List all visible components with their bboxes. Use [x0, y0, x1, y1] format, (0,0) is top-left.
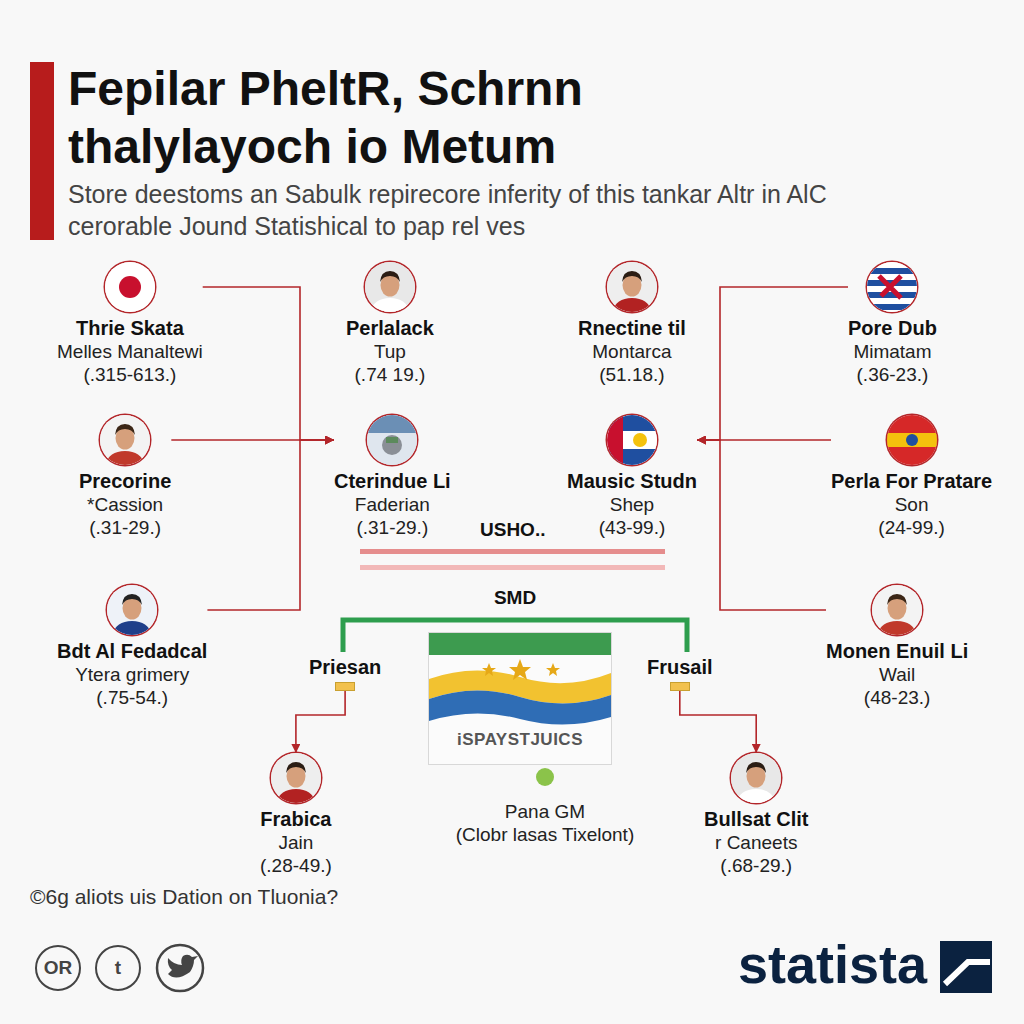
- marker-tab: [670, 682, 690, 691]
- bracket-label: SMD: [440, 586, 590, 610]
- tag-label: Frusail: [645, 655, 715, 679]
- dot-symbol: [536, 768, 554, 786]
- player-node: Pore DubMimatam(.36-23.): [848, 262, 937, 386]
- avatar-circle: [607, 262, 657, 312]
- player-team: Wail: [826, 663, 968, 686]
- player-team: r Caneets: [704, 831, 808, 854]
- player-name: Pore Dub: [848, 316, 937, 340]
- brand-logo: statista: [738, 936, 927, 992]
- player-score: (.74 19.): [346, 363, 434, 386]
- avatar-circle: [607, 415, 657, 465]
- logo-mark: [940, 941, 992, 993]
- player-node: Perla For PratareSon(24-99.): [831, 415, 992, 539]
- avatar-circle: [872, 585, 922, 635]
- bar-label: USHO..: [480, 518, 545, 542]
- chart-title: Fepilar PheltR, Schrnn thalylayoch io Me…: [68, 60, 708, 176]
- player-score: (48-23.): [826, 686, 968, 709]
- player-score: (.75-54.): [57, 686, 207, 709]
- icon-circle: OR: [35, 945, 81, 991]
- player-score: (24-99.): [831, 516, 992, 539]
- player-node: Monen Enuil LiWail(48-23.): [826, 585, 968, 709]
- player-score: (51.18.): [578, 363, 686, 386]
- connector-line: [697, 440, 826, 610]
- player-name: Monen Enuil Li: [826, 639, 968, 663]
- player-node: Mausic StudnShep(43-99.): [567, 415, 697, 539]
- player-name: Precorine: [79, 469, 171, 493]
- player-name: Thrie Skata: [57, 316, 203, 340]
- divider-bar: [360, 565, 665, 570]
- avatar-circle: [887, 415, 937, 465]
- tag-box: Frusail: [645, 655, 715, 691]
- bird-symbol: [168, 955, 198, 978]
- footer-note: ©6g aliots uis Dation on Tluonia?: [30, 884, 338, 910]
- divider-bar: [360, 549, 665, 554]
- player-node: Rnectine tilMontarca(51.18.): [578, 262, 686, 386]
- avatar-circle: [731, 753, 781, 803]
- connector-line: [203, 287, 334, 440]
- avatar-circle: [271, 753, 321, 803]
- avatar-circle: [365, 262, 415, 312]
- player-score: (.315-613.): [57, 363, 203, 386]
- player-name: Bdt Al Fedadcal: [57, 639, 207, 663]
- logo-stroke: [945, 962, 990, 984]
- tag-label: Priesan: [307, 655, 383, 679]
- icon-label: OR: [44, 957, 73, 979]
- accent-bar: [30, 62, 54, 240]
- player-name: Frabica: [260, 807, 332, 831]
- player-team: Tup: [346, 340, 434, 363]
- player-node: FrabicaJain(.28-49.): [260, 753, 332, 877]
- connector-line: [207, 440, 334, 610]
- player-team: Faderian: [334, 493, 451, 516]
- player-score: (.31-29.): [334, 516, 451, 539]
- player-node: Cterindue LiFaderian(.31-29.): [334, 415, 451, 539]
- player-team: Melles Manaltewi: [57, 340, 203, 363]
- player-score: (.28-49.): [260, 854, 332, 877]
- panel-text-area: iSPAYSTJUICS: [429, 729, 611, 751]
- player-node: Precorine*Cassion(.31-29.): [79, 415, 171, 539]
- connector-line: [680, 691, 756, 753]
- player-team: Shep: [567, 493, 697, 516]
- player-team: Son: [831, 493, 992, 516]
- player-name: Rnectine til: [578, 316, 686, 340]
- player-node: PerlalackTup(.74 19.): [346, 262, 434, 386]
- connector-line: [296, 691, 345, 753]
- player-node: Bullsat Clitr Caneets(.68-29.): [704, 753, 808, 877]
- illustration-panel: iSPAYSTJUICS: [428, 632, 612, 765]
- connector-line: [697, 287, 848, 440]
- player-team: Mimatam: [848, 340, 937, 363]
- social-icon: [157, 945, 203, 991]
- player-node: Thrie SkataMelles Manaltewi(.315-613.): [57, 262, 203, 386]
- player-score: (.68-29.): [704, 854, 808, 877]
- player-score: (.31-29.): [79, 516, 171, 539]
- subtitle: Store deestoms an Sabulk repirecore infe…: [68, 178, 858, 242]
- avatar-circle: [107, 585, 157, 635]
- player-name: Bullsat Clit: [704, 807, 808, 831]
- panel-caption: iSPAYSTJUICS: [429, 729, 611, 751]
- icon-label: t: [115, 957, 121, 979]
- center-name: Pana GM: [395, 800, 695, 823]
- marker-tab: [335, 682, 355, 691]
- avatar-circle: [100, 415, 150, 465]
- icon-circle: t: [95, 945, 141, 991]
- player-name: Perla For Pratare: [831, 469, 992, 493]
- player-team: Ytera grimery: [57, 663, 207, 686]
- avatar-circle: [367, 415, 417, 465]
- avatar-circle: [105, 262, 155, 312]
- player-score: (.36-23.): [848, 363, 937, 386]
- player-team: *Cassion: [79, 493, 171, 516]
- player-team: Montarca: [578, 340, 686, 363]
- player-name: Cterindue Li: [334, 469, 451, 493]
- player-name: Perlalack: [346, 316, 434, 340]
- player-team: Jain: [260, 831, 332, 854]
- avatar-circle: [867, 262, 917, 312]
- player-node: Bdt Al FedadcalYtera grimery(.75-54.): [57, 585, 207, 709]
- player-name: Mausic Studn: [567, 469, 697, 493]
- player-score: (43-99.): [567, 516, 697, 539]
- center-note: (Clobr lasas Tixelont): [395, 823, 695, 846]
- tag-box: Priesan: [307, 655, 383, 691]
